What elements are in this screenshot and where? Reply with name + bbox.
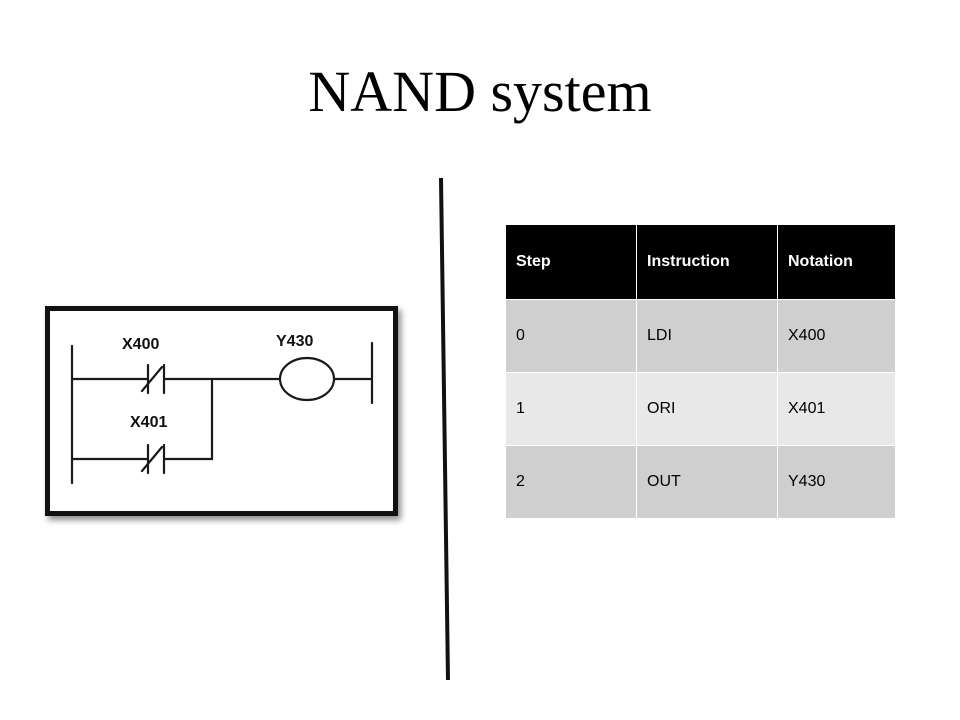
contact-x400-label: X400 xyxy=(122,336,159,353)
contact-x401-label: X401 xyxy=(130,414,167,431)
cell-step: 0 xyxy=(505,299,637,373)
table-header-row: Step Instruction Notation xyxy=(505,224,896,300)
cell-instruction: ORI xyxy=(636,372,778,446)
cell-instruction: LDI xyxy=(636,299,778,373)
page-title: NAND system xyxy=(308,59,652,124)
cell-step: 1 xyxy=(505,372,637,446)
table-row: 1 ORI X401 xyxy=(505,372,896,446)
cell-instruction: OUT xyxy=(636,445,778,519)
table-row: 2 OUT Y430 xyxy=(505,445,896,519)
instruction-table: Step Instruction Notation 0 LDI X400 1 O… xyxy=(505,224,896,519)
cell-notation: X401 xyxy=(777,372,896,446)
cell-notation: X400 xyxy=(777,299,896,373)
table-row: 0 LDI X400 xyxy=(505,299,896,373)
header-step: Step xyxy=(505,224,637,300)
cell-step: 2 xyxy=(505,445,637,519)
header-notation: Notation xyxy=(777,224,896,300)
ladder-diagram: X400 X401 Y430 xyxy=(70,333,374,485)
ladder-diagram-frame: X400 X401 Y430 xyxy=(45,306,398,516)
cell-notation: Y430 xyxy=(777,445,896,519)
header-instruction: Instruction xyxy=(636,224,778,300)
coil-y430-label: Y430 xyxy=(276,333,313,350)
